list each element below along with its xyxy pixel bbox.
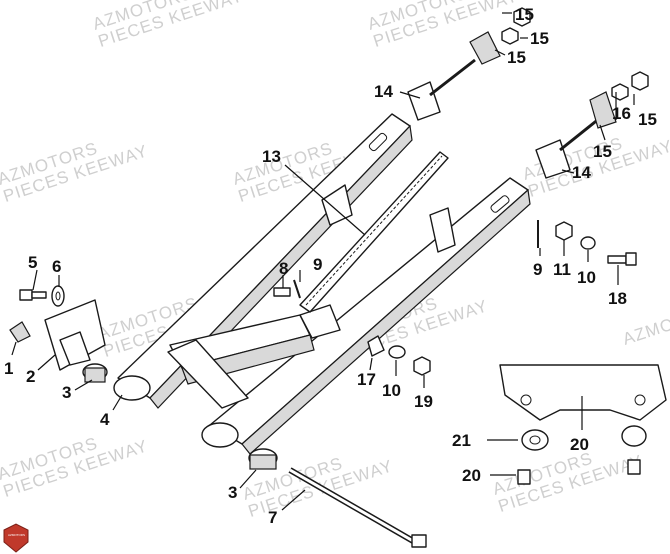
- callout-5: 5: [28, 253, 37, 272]
- brand-logo: AZMOTORS: [3, 523, 29, 553]
- part-1-clip: [9, 321, 31, 343]
- shield-icon: [3, 523, 29, 553]
- callout-10: 10: [577, 268, 596, 287]
- callout-8: 8: [279, 259, 288, 278]
- callout-16: 17: [357, 370, 376, 389]
- part-3-bushing-top: [82, 363, 108, 383]
- part-5-bolt: [19, 289, 47, 301]
- callout-9: 9: [533, 260, 542, 279]
- callout-15: 15: [515, 5, 534, 24]
- part-11-nut: [555, 221, 573, 241]
- leader-lines: [11, 12, 635, 511]
- watermark-line1: AZMOTORS: [620, 299, 670, 349]
- part-21-washer: [521, 425, 647, 451]
- callout-15: 16: [612, 104, 631, 123]
- part-20-bolt: [517, 459, 641, 485]
- callout-12: 13: [262, 147, 281, 166]
- part-9-cotter: [293, 279, 301, 299]
- callout-7: 7: [268, 508, 277, 527]
- callout-1: 1: [4, 359, 13, 378]
- callout-15: 15: [638, 110, 657, 129]
- swingarm: [113, 113, 531, 455]
- part-16-nut: [367, 335, 385, 357]
- callout-3: 3: [228, 483, 237, 502]
- part-18-nut: [413, 356, 431, 376]
- callout-2: 2: [26, 367, 35, 386]
- part-10-washer-left: [388, 345, 406, 359]
- callouts: 15 15 15 14 16 15 15 14 13 5 6 8 9 9 11 …: [4, 5, 657, 527]
- callout-11: 11: [553, 260, 571, 279]
- chain-adjuster-right: [535, 71, 649, 179]
- callout-20: 20: [462, 466, 481, 485]
- callout-13: 14: [572, 163, 591, 182]
- callout-14: 15: [507, 48, 526, 67]
- part-12-chain-slider: [299, 151, 449, 313]
- part-10-washer-right: [580, 236, 596, 250]
- part-8-pin: [273, 287, 291, 297]
- part-7-pivot-axle: [288, 467, 427, 548]
- callout-4: 4: [100, 410, 110, 429]
- logo-text: AZMOTORS: [8, 533, 25, 537]
- callout-17: 18: [608, 289, 627, 308]
- part-19-plate: [499, 364, 667, 421]
- chain-adjuster-left: [407, 7, 531, 121]
- callout-9: 9: [313, 255, 322, 274]
- callout-15: 15: [530, 29, 549, 48]
- callout-13: 14: [374, 82, 393, 101]
- part-6-washer: [51, 285, 65, 307]
- part-3-bushing-bottom: [248, 448, 278, 470]
- callout-3: 3: [62, 383, 71, 402]
- part-2-chain-guide: [44, 299, 106, 371]
- callout-10: 10: [382, 381, 401, 400]
- callout-19: 20: [570, 435, 589, 454]
- callout-14: 15: [593, 142, 612, 161]
- part-17-bolt: [607, 252, 637, 266]
- callout-21: 21: [452, 431, 471, 450]
- callout-18: 19: [414, 392, 433, 411]
- callout-6: 6: [52, 257, 61, 276]
